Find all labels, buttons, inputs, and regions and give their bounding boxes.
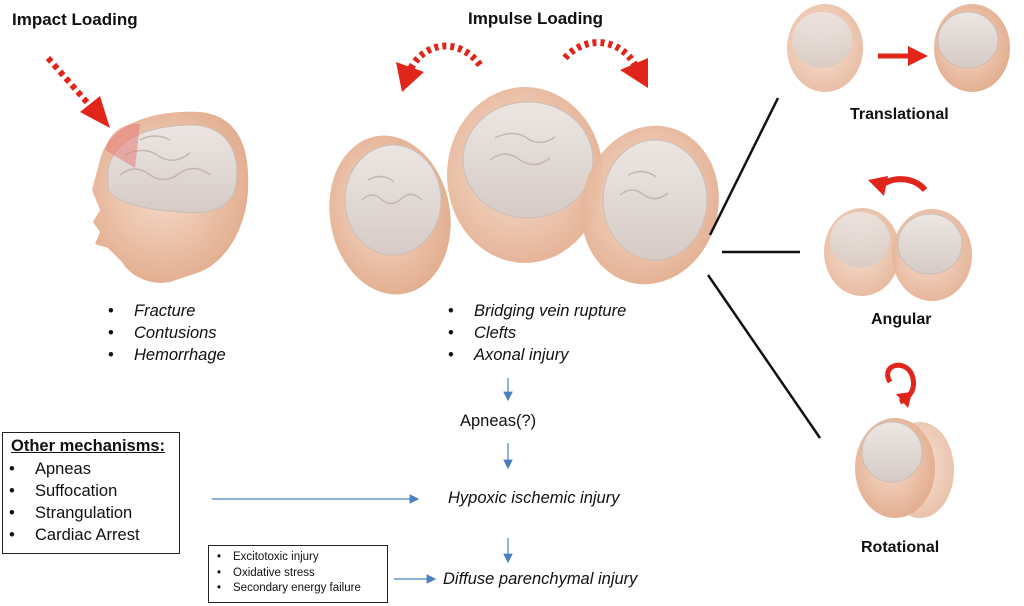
impact-effects-list: Fracture Contusions Hemorrhage [108, 300, 226, 366]
impulse-arrow-left [396, 42, 483, 92]
apneas-label: Apneas(?) [460, 412, 537, 430]
impulse-head-left [329, 135, 451, 295]
translational-label: Translational [850, 106, 949, 123]
other-mechanisms-title: Other mechanisms: [11, 437, 166, 455]
list-item: Apneas [9, 458, 179, 480]
list-item: Hemorrhage [108, 344, 226, 366]
impulse-head-right [581, 125, 719, 285]
other-mechanisms-box: Other mechanisms: Apneas Suffocation Str… [2, 432, 180, 554]
secondary-injury-list: Excitotoxic injury Oxidative stress Seco… [217, 550, 387, 597]
impulse-head-center [447, 87, 603, 263]
impact-head [92, 111, 249, 283]
impulse-effects-list: Bridging vein rupture Clefts Axonal inju… [448, 300, 626, 366]
list-item: Clefts [448, 322, 626, 344]
secondary-injury-box: Excitotoxic injury Oxidative stress Seco… [208, 545, 388, 603]
list-item: Contusions [108, 322, 226, 344]
list-item: Bridging vein rupture [448, 300, 626, 322]
angular-heads [824, 176, 972, 301]
connector-rotational [706, 274, 822, 439]
diffuse-parenchymal-label: Diffuse parenchymal injury [443, 570, 638, 588]
hypoxic-ischemic-label: Hypoxic ischemic injury [448, 489, 620, 507]
impulse-loading-title: Impulse Loading [468, 9, 604, 28]
list-item: Cardiac Arrest [9, 524, 179, 546]
list-item: Axonal injury [448, 344, 626, 366]
impact-arrow [45, 56, 110, 128]
list-item: Suffocation [9, 480, 179, 502]
other-mechanisms-list: Apneas Suffocation Strangulation Cardiac… [9, 458, 179, 546]
connector-translational [708, 97, 780, 236]
list-item: Oxidative stress [217, 566, 387, 582]
list-item: Secondary energy failure [217, 581, 387, 597]
impact-loading-title: Impact Loading [12, 10, 138, 29]
rotational-heads [855, 362, 954, 518]
list-item: Fracture [108, 300, 226, 322]
impulse-arrow-right [562, 39, 648, 88]
list-item: Strangulation [9, 502, 179, 524]
list-item: Excitotoxic injury [217, 550, 387, 566]
rotational-label: Rotational [861, 539, 940, 556]
angular-label: Angular [871, 311, 932, 328]
translational-heads [787, 4, 1010, 92]
